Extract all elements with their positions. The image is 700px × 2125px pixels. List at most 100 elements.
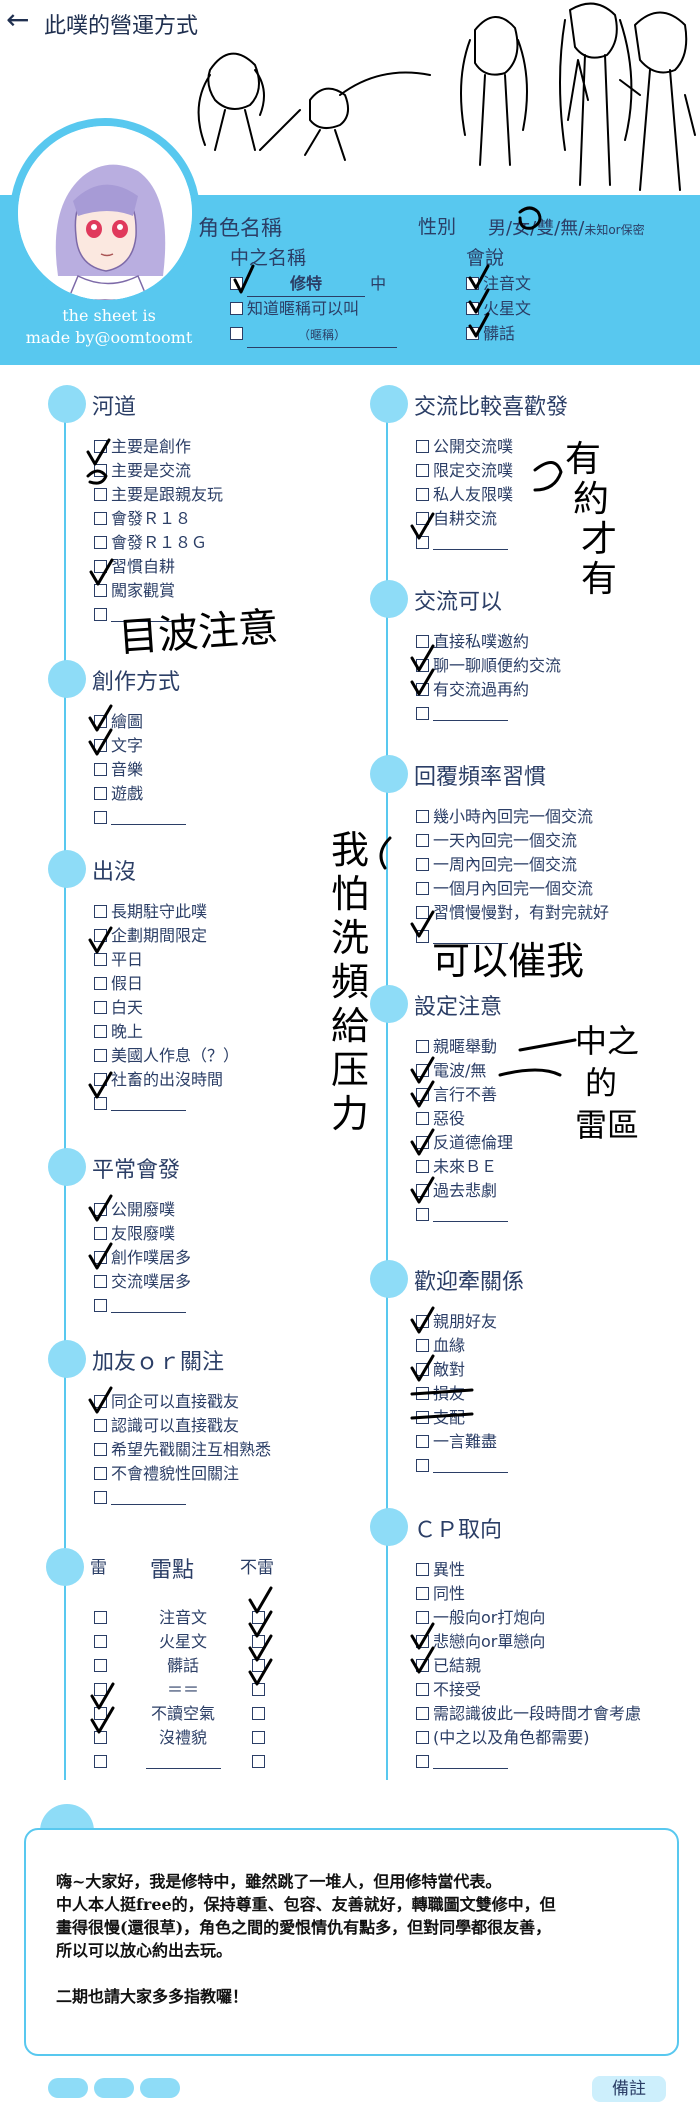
thunder-no-checkbox[interactable]: [252, 1683, 265, 1696]
option-item: 支配: [416, 1406, 465, 1430]
option-checkbox[interactable]: [416, 1755, 429, 1768]
option-checkbox[interactable]: [416, 1387, 429, 1400]
option-checkbox[interactable]: [416, 536, 429, 549]
thunder-yes-checkbox[interactable]: [94, 1635, 107, 1648]
option-checkbox[interactable]: [416, 906, 429, 919]
option-checkbox[interactable]: [94, 608, 107, 621]
option-checkbox[interactable]: [94, 953, 107, 966]
option-checkbox[interactable]: [416, 1459, 429, 1472]
option-checkbox[interactable]: [94, 905, 107, 918]
option-checkbox[interactable]: [94, 763, 107, 776]
option-item: 一個月內回完一個交流: [416, 877, 593, 901]
option-checkbox[interactable]: [94, 1227, 107, 1240]
option-checkbox[interactable]: [94, 1491, 107, 1504]
option-checkbox[interactable]: [416, 440, 429, 453]
option-checkbox[interactable]: [94, 1001, 107, 1014]
option-checkbox[interactable]: [94, 488, 107, 501]
option-checkbox[interactable]: [416, 810, 429, 823]
option-item: 自耕交流: [416, 507, 497, 531]
option-checkbox[interactable]: [94, 1025, 107, 1038]
option-checkbox[interactable]: [416, 1339, 429, 1352]
option-checkbox[interactable]: [416, 1064, 429, 1077]
option-checkbox[interactable]: [94, 440, 107, 453]
option-checkbox[interactable]: [416, 1136, 429, 1149]
option-checkbox[interactable]: [94, 560, 107, 573]
option-checkbox[interactable]: [94, 584, 107, 597]
option-checkbox[interactable]: [94, 1203, 107, 1216]
option-item: [94, 806, 186, 830]
option-checkbox[interactable]: [416, 659, 429, 672]
option-checkbox[interactable]: [416, 1731, 429, 1744]
option-checkbox[interactable]: [416, 1208, 429, 1221]
thunder-yes-checkbox[interactable]: [94, 1731, 107, 1744]
option-checkbox[interactable]: [416, 1184, 429, 1197]
option-checkbox[interactable]: [416, 1315, 429, 1328]
option-checkbox[interactable]: [94, 787, 107, 800]
option-item: 同性: [416, 1582, 465, 1606]
thunder-no-checkbox[interactable]: [252, 1731, 265, 1744]
option-checkbox[interactable]: [416, 1587, 429, 1600]
option-checkbox[interactable]: [416, 1611, 429, 1624]
option-checkbox[interactable]: [94, 1275, 107, 1288]
thunder-yes-checkbox[interactable]: [94, 1755, 107, 1768]
section-dot: [48, 1340, 86, 1378]
thunder-no-checkbox[interactable]: [252, 1707, 265, 1720]
page-pill[interactable]: [48, 2078, 88, 2098]
option-checkbox[interactable]: [94, 464, 107, 477]
thunder-no-checkbox[interactable]: [252, 1755, 265, 1768]
option-checkbox[interactable]: [416, 1112, 429, 1125]
option-checkbox[interactable]: [416, 464, 429, 477]
option-checkbox[interactable]: [416, 1563, 429, 1576]
option-checkbox[interactable]: [416, 1088, 429, 1101]
option-checkbox[interactable]: [94, 1443, 107, 1456]
option-checkbox[interactable]: [416, 1160, 429, 1173]
thunder-yes-checkbox[interactable]: [94, 1659, 107, 1672]
thunder-no-checkbox[interactable]: [252, 1659, 265, 1672]
option-checkbox[interactable]: [416, 1635, 429, 1648]
option-checkbox[interactable]: [94, 536, 107, 549]
thunder-no-checkbox[interactable]: [252, 1611, 265, 1624]
thunder-no-checkbox[interactable]: [252, 1635, 265, 1648]
thunder-yes-checkbox[interactable]: [94, 1611, 107, 1624]
nick-checkbox[interactable]: [230, 277, 243, 290]
option-checkbox[interactable]: [94, 1419, 107, 1432]
option-checkbox[interactable]: [94, 715, 107, 728]
option-checkbox[interactable]: [416, 834, 429, 847]
option-checkbox[interactable]: [94, 1251, 107, 1264]
option-checkbox[interactable]: [416, 1363, 429, 1376]
option-checkbox[interactable]: [416, 635, 429, 648]
option-checkbox[interactable]: [416, 683, 429, 696]
option-checkbox[interactable]: [416, 930, 429, 943]
back-arrow-icon[interactable]: ←: [6, 3, 30, 36]
option-checkbox[interactable]: [416, 1659, 429, 1672]
option-checkbox[interactable]: [416, 488, 429, 501]
thunder-yes-checkbox[interactable]: [94, 1707, 107, 1720]
option-checkbox[interactable]: [416, 1411, 429, 1424]
option-checkbox[interactable]: [416, 1040, 429, 1053]
option-checkbox[interactable]: [416, 882, 429, 895]
option-checkbox[interactable]: [94, 929, 107, 942]
option-checkbox[interactable]: [94, 1299, 107, 1312]
nick-placeholder-row: （暱稱）: [230, 322, 397, 348]
thunder-yes-checkbox[interactable]: [94, 1683, 107, 1696]
option-checkbox[interactable]: [94, 977, 107, 990]
option-checkbox[interactable]: [94, 1049, 107, 1062]
option-checkbox[interactable]: [94, 1097, 107, 1110]
option-checkbox[interactable]: [94, 1073, 107, 1086]
page-pill[interactable]: [140, 2078, 180, 2098]
option-checkbox[interactable]: [416, 1707, 429, 1720]
option-checkbox[interactable]: [416, 1683, 429, 1696]
option-checkbox[interactable]: [94, 739, 107, 752]
option-checkbox[interactable]: [416, 512, 429, 525]
option-item: 遊戲: [94, 782, 143, 806]
option-checkbox[interactable]: [416, 858, 429, 871]
option-item: 親朋好友: [416, 1310, 497, 1334]
option-checkbox[interactable]: [94, 1395, 107, 1408]
page-pill[interactable]: [94, 2078, 134, 2098]
option-checkbox[interactable]: [94, 512, 107, 525]
option-checkbox[interactable]: [416, 707, 429, 720]
section-dot: [370, 580, 408, 618]
option-checkbox[interactable]: [416, 1435, 429, 1448]
option-checkbox[interactable]: [94, 1467, 107, 1480]
option-checkbox[interactable]: [94, 811, 107, 824]
